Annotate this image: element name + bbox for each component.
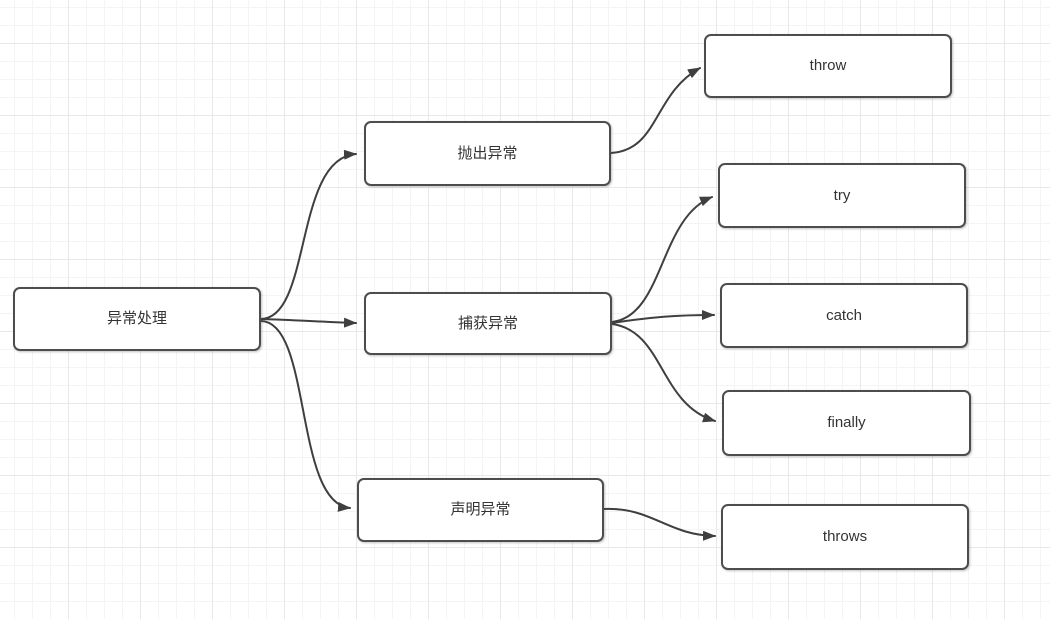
node-label: 抛出异常 xyxy=(457,144,518,162)
node-try[interactable]: try xyxy=(718,163,966,228)
node-root[interactable]: 异常处理 xyxy=(13,287,261,351)
node-throws[interactable]: throws xyxy=(721,504,969,570)
node-label: throw xyxy=(809,57,847,74)
node-label: try xyxy=(833,186,851,204)
node-throw[interactable]: throw xyxy=(704,34,952,98)
edge-catch-exception-to-finally[interactable] xyxy=(611,323,716,423)
node-label: catch xyxy=(826,306,862,324)
node-declare-exception[interactable]: 声明异常 xyxy=(357,478,604,542)
node-label: throws xyxy=(822,528,868,545)
node-catch[interactable]: catch xyxy=(720,283,968,348)
edge-throw-exception-to-throw[interactable] xyxy=(610,67,701,154)
edge-declare-exception-to-throws[interactable] xyxy=(603,507,716,541)
edge-root-to-catch-exception[interactable] xyxy=(260,317,357,328)
node-label: 捕获异常 xyxy=(457,314,518,332)
node-catch-exception[interactable]: 捕获异常 xyxy=(364,292,612,355)
node-label: finally xyxy=(827,414,866,431)
edge-root-to-declare-exception[interactable] xyxy=(260,320,351,512)
edge-root-to-throw-exception[interactable] xyxy=(260,149,357,320)
node-label: 异常处理 xyxy=(106,310,167,327)
edge-catch-exception-to-try[interactable] xyxy=(611,196,713,323)
node-finally[interactable]: finally xyxy=(722,390,971,456)
edge-catch-exception-to-catch[interactable] xyxy=(611,310,715,324)
node-label: 声明异常 xyxy=(450,501,511,518)
node-throw-exception[interactable]: 抛出异常 xyxy=(364,121,611,186)
